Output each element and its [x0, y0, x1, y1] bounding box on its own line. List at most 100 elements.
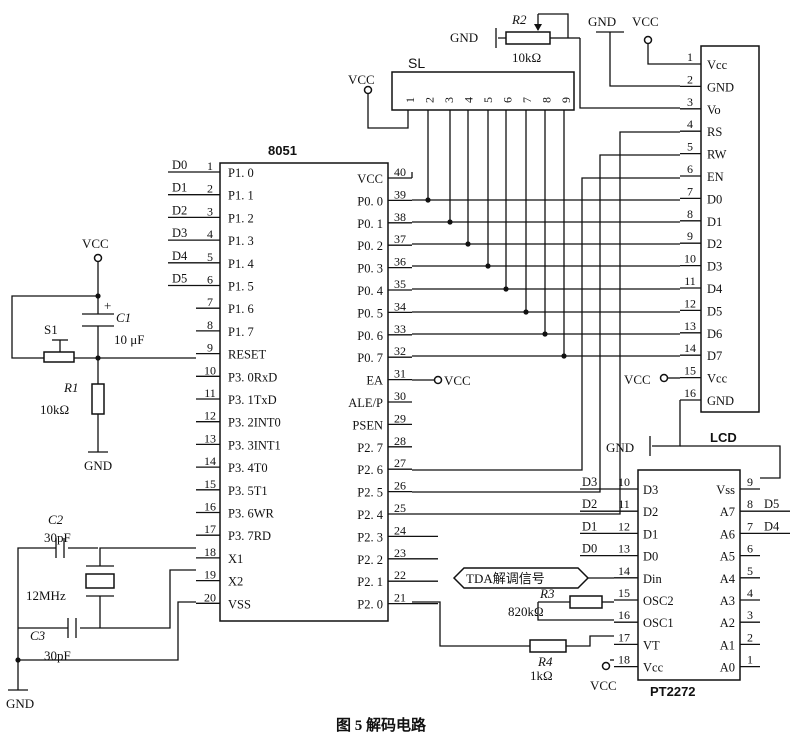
mcu-pin-number: 12	[204, 409, 216, 423]
lcd-pin-name: Vcc	[707, 372, 728, 386]
mcu-pin-number: 7	[207, 295, 213, 309]
mcu-pin-name: P0. 2	[357, 239, 383, 253]
mcu-pin-name: P3. 1TxD	[228, 393, 277, 407]
mcu-pin-number: 20	[204, 590, 216, 604]
vcc-label: VCC	[444, 373, 471, 388]
mcu-pin-number: 30	[394, 389, 406, 403]
decoder-pin-name: D0	[643, 550, 658, 564]
mcu-pin-name: P2. 5	[357, 486, 383, 500]
decoder-pin-name: A2	[720, 616, 735, 630]
lcd-pin-name: D1	[707, 215, 722, 229]
sl-pin-number: 3	[442, 97, 456, 103]
mcu-pin-number: 14	[204, 454, 216, 468]
mcu-pin-name: P3. 3INT1	[228, 438, 281, 452]
decoder-pin-name: Vss	[716, 483, 735, 497]
figure-caption: 图 5 解码电路	[336, 716, 427, 734]
lcd-pin-name: D6	[707, 327, 722, 341]
lcd-pin-number: 9	[687, 229, 693, 243]
mcu-pin-number: 13	[204, 431, 216, 445]
decoder-pin-number: 5	[747, 564, 753, 578]
mcu-pin-number: 24	[394, 523, 406, 537]
mcu-pin-name: P0. 5	[357, 306, 383, 320]
lcd-pin-number: 5	[687, 140, 693, 154]
mcu-pin-number: 34	[394, 299, 406, 313]
mcu-pin-number: 9	[207, 341, 213, 355]
lcd-pin-name: GND	[707, 394, 734, 408]
mcu-pin-number: 4	[207, 227, 213, 241]
mcu-pin-name: P0. 0	[357, 194, 383, 208]
mcu-pin-name: ALE/P	[348, 396, 383, 410]
decoder-pin-name: VT	[643, 638, 660, 652]
mcu-pin-number: 36	[394, 255, 406, 269]
decoder-net-label: D4	[764, 519, 780, 533]
mcu-pin-number: 17	[204, 522, 216, 536]
r2-value: 10kΩ	[512, 50, 541, 65]
mcu-pin-name: P1. 1	[228, 189, 254, 203]
c1-plus: +	[104, 298, 111, 313]
sl-title: SL	[408, 55, 425, 71]
r4-label: R4	[537, 654, 553, 669]
mcu-pin-name: EA	[366, 374, 383, 388]
mcu-pin-number: 31	[394, 367, 406, 381]
lcd-pin-name: Vcc	[707, 58, 728, 72]
mcu-pin-name: P2. 0	[357, 598, 383, 612]
sl-pin-number: 5	[481, 97, 495, 103]
decoder-pin-number: 18	[618, 653, 630, 667]
mcu-pin-number: 11	[204, 386, 216, 400]
sl-to-p0-wires	[425, 110, 567, 359]
sl-pin-number: 6	[501, 97, 515, 103]
decoder-external-parts: TDA解调信号 R3 820kΩ R4 1kΩ VCC	[412, 567, 617, 693]
lcd-title: LCD	[710, 430, 737, 445]
decoder-pin-name: D2	[643, 505, 658, 519]
mcu-pin-name: P3. 7RD	[228, 529, 271, 543]
sl-pin-number: 7	[520, 97, 534, 103]
decoder-pin-number: 4	[747, 586, 753, 600]
oscillator-circuit: C2 30pF 12MHz C3 30pF GND	[6, 512, 196, 711]
gnd-label: GND	[606, 440, 634, 455]
lcd-pin-name: RW	[707, 148, 727, 162]
mcu-pin-number: 18	[204, 545, 216, 559]
decoder-pin-name: A0	[720, 661, 735, 675]
s1-label: S1	[44, 322, 58, 337]
r2-label: R2	[511, 12, 527, 27]
mcu-pin-number: 28	[394, 434, 406, 448]
sl-pin-number: 8	[540, 97, 554, 103]
decoder-net-label: D2	[582, 497, 597, 511]
lcd-pin-number: 13	[684, 319, 696, 333]
crystal	[85, 573, 115, 589]
mcu-pin-name: P1. 4	[228, 257, 254, 271]
lcd-pin-name: D4	[707, 282, 723, 296]
mcu-pin-number: 19	[204, 568, 216, 582]
mcu-pin-name: P2. 4	[357, 508, 383, 522]
mcu-pin-number: 23	[394, 546, 406, 560]
mcu-pin-name: X1	[228, 552, 243, 566]
lcd-power-wiring: VCC GND GND R2 10kΩ VCC GND	[450, 12, 781, 479]
lcd-pins: 1Vcc2GND3Vo4RS5RW6EN7D08D19D210D311D412D…	[680, 50, 734, 408]
decoder-title: PT2272	[650, 684, 696, 699]
mcu-pin-number: 1	[207, 159, 213, 173]
decoder-pin-name: A3	[720, 594, 735, 608]
mcu-pin-name: P2. 3	[357, 530, 383, 544]
mcu-pin-name: P1. 2	[228, 211, 254, 225]
decoder-pin-number: 15	[618, 586, 630, 600]
mcu-pin-name: P1. 5	[228, 280, 254, 294]
decoder-pin-number: 9	[747, 475, 753, 489]
mcu-net-label: D3	[172, 226, 187, 240]
c3-value: 30pF	[44, 648, 71, 663]
mcu-pin-name: P0. 6	[357, 329, 383, 343]
mcu-pin-number: 35	[394, 277, 406, 291]
decoder-pin-name: Din	[643, 572, 663, 586]
mcu-net-label: D2	[172, 203, 187, 217]
vcc-label: VCC	[590, 678, 617, 693]
lcd-pin-name: D0	[707, 192, 722, 206]
decoder-pin-name: D3	[643, 483, 658, 497]
decoder-pin-number: 1	[747, 653, 753, 667]
r1-label: R1	[63, 380, 78, 395]
lcd-pin-number: 7	[687, 184, 693, 198]
mcu-pin-name: P1. 0	[228, 166, 254, 180]
lcd-pin-number: 15	[684, 364, 696, 378]
decoder-pin-name: OSC2	[643, 594, 674, 608]
r1-value: 10kΩ	[40, 402, 69, 417]
decoder-left-pins: 10D3D311D2D212D1D113D0D014Din15OSC216OSC…	[580, 475, 674, 675]
